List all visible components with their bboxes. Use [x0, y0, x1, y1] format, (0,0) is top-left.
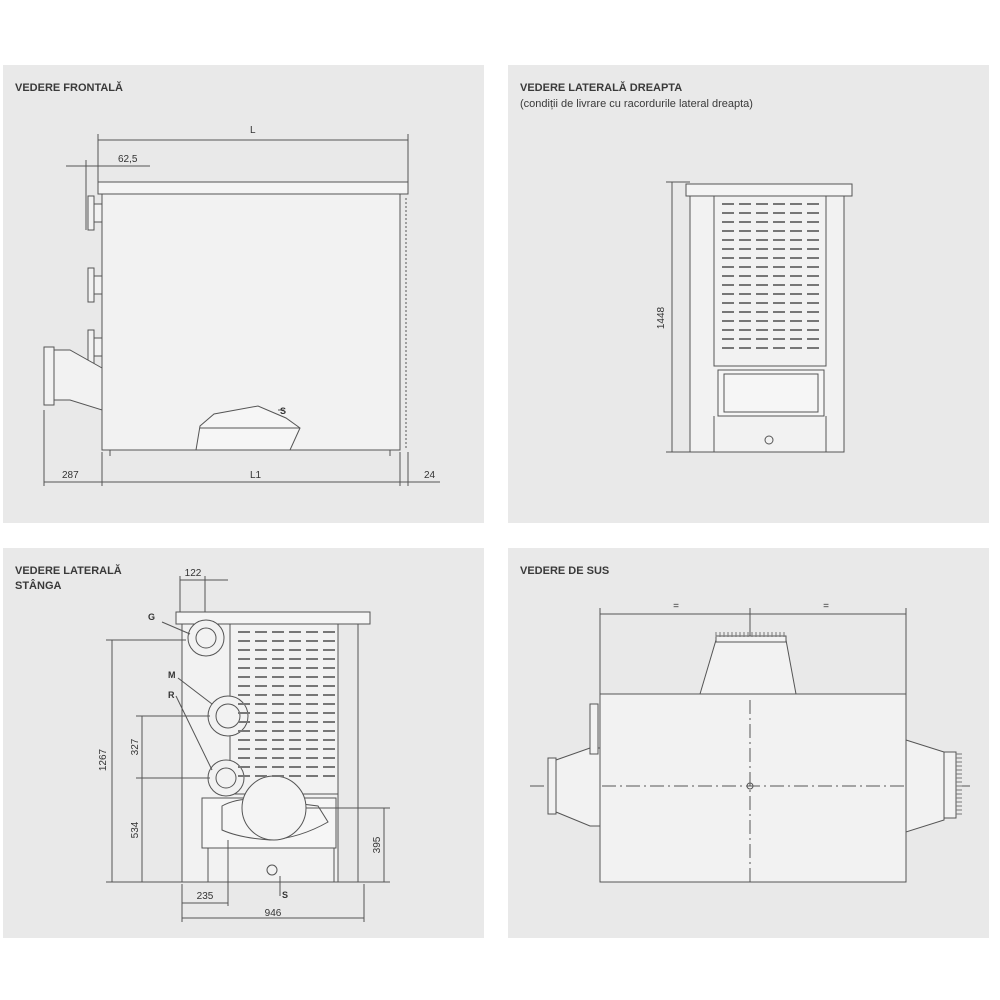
left-view-title: VEDERE LATERALĂ STÂNGA	[15, 564, 122, 594]
left-view-title-line2: STÂNGA	[15, 580, 62, 592]
top-view-panel: VEDERE DE SUS	[508, 548, 989, 938]
right-view-title: VEDERE LATERALĂ DREAPTA	[520, 82, 683, 94]
left-view-panel: VEDERE LATERALĂ STÂNGA	[3, 548, 484, 938]
top-view-title: VEDERE DE SUS	[520, 565, 610, 577]
left-view-title-line1: VEDERE LATERALĂ	[15, 565, 122, 577]
right-view-panel: VEDERE LATERALĂ DREAPTA (condiții de liv…	[508, 65, 989, 523]
right-view-subtitle: (condiții de livrare cu racordurile late…	[520, 98, 753, 110]
front-view-panel: VEDERE FRONTALĂ	[3, 65, 484, 523]
front-view-title: VEDERE FRONTALĂ	[15, 82, 123, 94]
